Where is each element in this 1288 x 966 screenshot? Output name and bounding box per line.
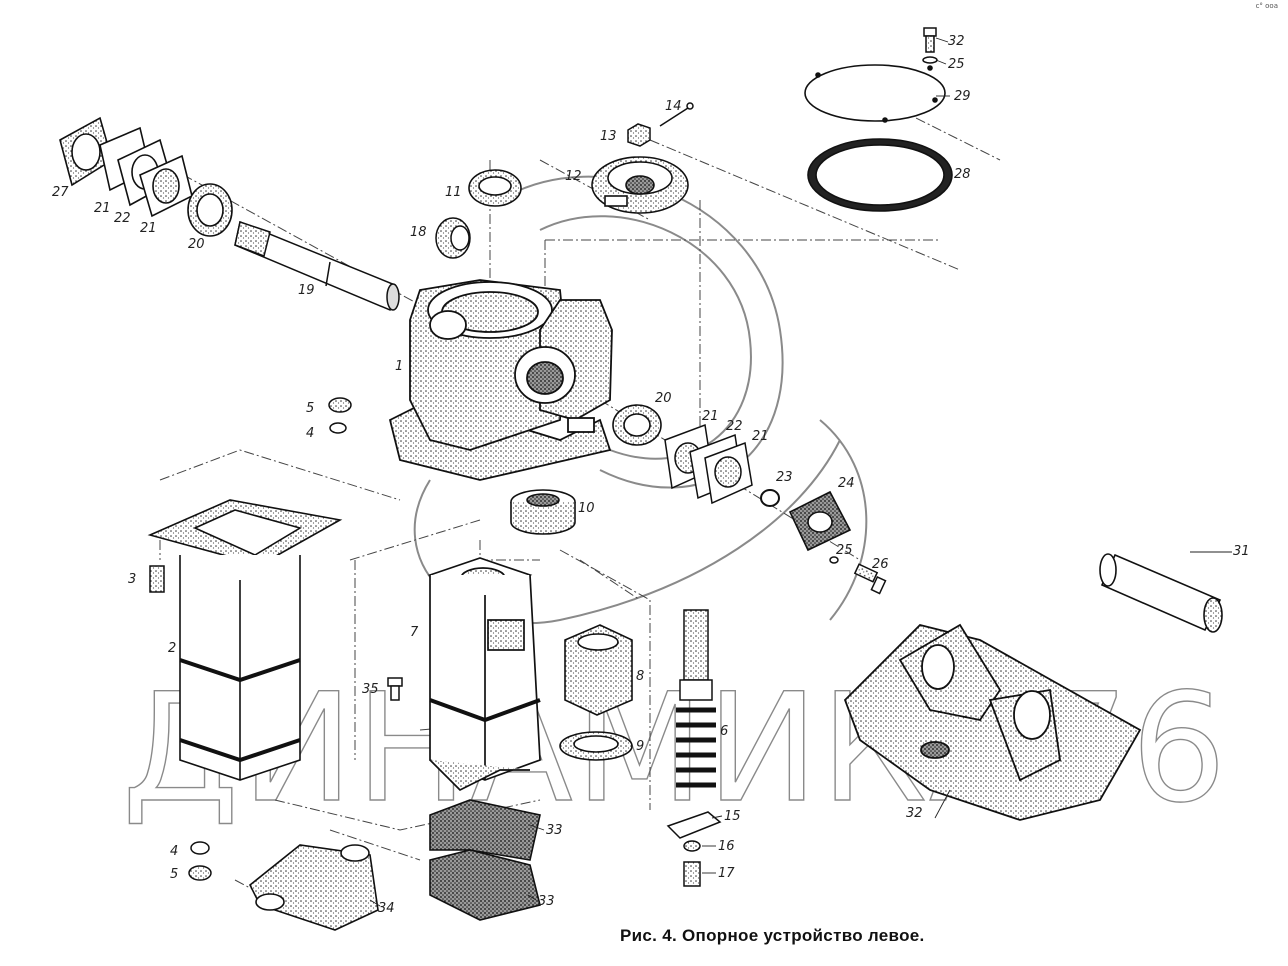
part-18-bushing [435, 217, 471, 259]
callout-25-right: 25 [836, 543, 853, 558]
callout-29: 29 [954, 89, 971, 104]
part-31-pin [1099, 553, 1223, 633]
callout-25-top: 25 [948, 57, 965, 72]
callout-13: 13 [600, 129, 617, 144]
callout-22-left: 22 [114, 211, 131, 226]
callout-5-upper: 5 [306, 401, 314, 416]
callout-6: 6 [720, 724, 728, 739]
part-28-gasket [807, 138, 953, 212]
part-19-shaft [234, 220, 400, 312]
callout-7: 7 [410, 625, 419, 640]
leader-lines [369, 37, 1232, 907]
part-34-cap [248, 844, 379, 931]
callout-labels: 1 2 3 4 4 5 5 6 7 8 9 10 11 12 13 14 15 … [52, 34, 1250, 916]
callout-19: 19 [298, 283, 315, 298]
part-11-bearing [468, 169, 522, 207]
part-35-bolt [387, 677, 403, 701]
callout-26: 26 [872, 557, 889, 572]
callout-21-b: 21 [140, 221, 157, 236]
part-32-bolt-top [922, 27, 938, 64]
part-10-bearing [510, 489, 576, 535]
part-25-26-bolt [829, 556, 887, 595]
callout-8: 8 [636, 669, 644, 684]
part-20-bearing-right [612, 404, 662, 446]
callout-31: 31 [1233, 544, 1250, 559]
part-7-housing [427, 557, 541, 792]
callout-24: 24 [838, 476, 855, 491]
callout-18: 18 [410, 225, 427, 240]
part-23-ring [760, 489, 780, 507]
callout-21-a: 21 [94, 201, 111, 216]
callout-28: 28 [954, 167, 971, 182]
part-15-16-17 [666, 811, 722, 887]
callout-33-upper: 33 [546, 823, 563, 838]
callout-21-d: 21 [752, 429, 769, 444]
part-12-cover [591, 156, 689, 214]
callout-20-right: 20 [655, 391, 672, 406]
callout-4-lower: 4 [170, 844, 178, 859]
figure-caption: Рис. 4. Опорное устройство левое. [620, 926, 925, 945]
callout-11: 11 [445, 185, 462, 200]
part-6-spring-shaft [676, 609, 716, 788]
callout-35: 35 [362, 682, 379, 697]
callout-33-lower: 33 [538, 894, 555, 909]
part-33-bushings [429, 799, 541, 921]
callout-34: 34 [378, 901, 395, 916]
part-4-5-nuts-lower [188, 841, 212, 881]
callout-32-bracket: 32 [906, 806, 923, 821]
part-8-block [564, 624, 633, 716]
part-24-cover [788, 490, 852, 552]
callout-15: 15 [724, 809, 741, 824]
callout-17: 17 [718, 866, 735, 881]
callout-21-c: 21 [702, 409, 719, 424]
callout-4-upper: 4 [306, 426, 314, 441]
callout-10: 10 [578, 501, 595, 516]
callout-16: 16 [718, 839, 735, 854]
part-2-tube [147, 499, 343, 781]
corner-mark: c° ooa [1255, 2, 1278, 10]
part-27-flange [59, 116, 193, 218]
part-21-22-flanges-right [664, 423, 753, 505]
callout-5-lower: 5 [170, 867, 178, 882]
callout-22-right: 22 [726, 419, 743, 434]
callout-3: 3 [128, 572, 136, 587]
part-9-ring [559, 731, 633, 761]
part-32-bracket [843, 623, 1142, 821]
callout-9: 9 [636, 739, 644, 754]
part-1-housing [388, 279, 613, 481]
callout-1: 1 [395, 359, 403, 374]
callout-14: 14 [665, 99, 682, 114]
callout-27: 27 [52, 185, 69, 200]
part-20-bearing [187, 183, 233, 237]
part-13-nut [627, 123, 651, 147]
callout-23: 23 [776, 470, 793, 485]
callout-12: 12 [565, 169, 582, 184]
callout-2: 2 [168, 641, 176, 656]
part-29-cover-plate [804, 64, 946, 123]
callout-32-top: 32 [948, 34, 965, 49]
part-3-plug [149, 565, 165, 593]
callout-20-left: 20 [188, 237, 205, 252]
part-14-pin [659, 102, 694, 127]
part-4-5-nuts-upper [328, 397, 352, 434]
